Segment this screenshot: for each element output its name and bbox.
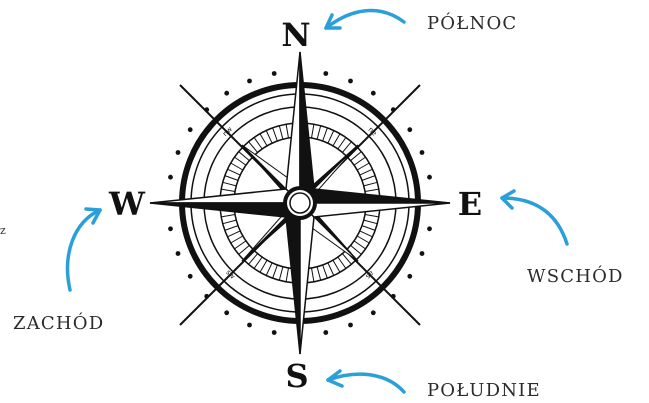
degree-tick: [362, 176, 375, 181]
degree-tick: [317, 126, 321, 140]
ring-dot: [391, 294, 396, 299]
curved-arrow-icon-west: [68, 209, 100, 290]
degree-tick: [312, 268, 314, 282]
ring-dot: [407, 274, 412, 279]
degree-tick: [228, 231, 241, 237]
degree-tick: [225, 176, 238, 181]
ring-dot: [371, 91, 376, 96]
degree-tick: [342, 142, 351, 153]
degree-tick: [254, 257, 262, 268]
ring-dot: [247, 323, 252, 328]
degree-tick: [333, 260, 340, 272]
degree-tick: [260, 260, 267, 272]
degree-tick: [351, 245, 362, 254]
ring-dot: [323, 71, 328, 76]
degree-tick: [360, 169, 373, 175]
ring-dot: [168, 226, 173, 231]
degree-tick: [235, 241, 246, 249]
degree-tick: [279, 267, 283, 281]
degree-tick: [328, 263, 334, 276]
degree-tick: [333, 134, 340, 146]
south-letter: S: [285, 357, 308, 395]
north-letter: N: [281, 16, 310, 54]
center-hub: [283, 186, 317, 220]
degree-tick: [231, 236, 243, 243]
degree-tick: [365, 215, 379, 217]
degree-tick: [279, 126, 283, 140]
ring-dot: [176, 251, 181, 256]
ring-dot: [323, 330, 328, 335]
stray-mark: z: [0, 224, 6, 237]
degree-tick: [354, 241, 365, 249]
south-label: POŁUDNIE: [427, 380, 541, 401]
east-letter: E: [458, 185, 482, 223]
degree-tick: [235, 157, 246, 165]
degree-tick: [357, 236, 369, 243]
east-label: WSCHÓD: [527, 266, 624, 287]
degree-tick: [364, 220, 378, 224]
curved-arrow-icon-north: [326, 11, 404, 28]
curved-arrow-icon-south: [328, 371, 404, 392]
ring-dot: [188, 127, 193, 132]
ring-dot: [427, 226, 432, 231]
ring-dot: [168, 175, 173, 180]
degree-tick: [221, 189, 235, 191]
degree-tick: [286, 268, 288, 282]
ring-dot: [188, 274, 193, 279]
west-letter: W: [108, 185, 146, 223]
degree-tick: [254, 138, 262, 149]
ring-dot: [407, 127, 412, 132]
degree-tick: [328, 131, 334, 144]
ring-dot: [391, 107, 396, 112]
degree-tick: [357, 163, 369, 170]
degree-tick: [221, 215, 235, 217]
ring-dot: [204, 107, 209, 112]
degree-tick: [338, 257, 346, 268]
degree-tick: [266, 131, 272, 144]
degree-tick: [225, 226, 238, 231]
ring-dot: [224, 310, 229, 315]
degree-tick: [223, 220, 237, 224]
ring-dot: [427, 175, 432, 180]
ring-dot: [420, 150, 425, 155]
ring-dot: [224, 91, 229, 96]
ring-dot: [204, 294, 209, 299]
ring-dot: [420, 251, 425, 256]
degree-tick: [239, 245, 250, 254]
degree-tick: [354, 157, 365, 165]
ring-dot: [272, 71, 277, 76]
degree-tick: [312, 124, 314, 138]
degree-tick: [317, 267, 321, 281]
curved-arrow-icon-east: [502, 191, 567, 244]
degree-tick: [365, 189, 379, 191]
degree-tick: [260, 134, 267, 146]
degree-tick: [273, 128, 278, 141]
north-label: PÓŁNOC: [427, 13, 517, 34]
degree-tick: [323, 128, 328, 141]
degree-tick: [286, 124, 288, 138]
degree-tick: [273, 265, 278, 278]
degree-tick: [323, 265, 328, 278]
ring-dot: [348, 323, 353, 328]
degree-tick: [362, 226, 375, 231]
degree-tick: [360, 231, 373, 237]
degree-tick: [364, 182, 378, 186]
west-label: ZACHÓD: [13, 313, 104, 334]
degree-tick: [231, 163, 243, 170]
ring-dot: [247, 79, 252, 84]
degree-tick: [338, 138, 346, 149]
ring-dot: [272, 330, 277, 335]
ring-dot: [176, 150, 181, 155]
ring-dot: [348, 79, 353, 84]
degree-tick: [266, 263, 272, 276]
degree-tick: [228, 169, 241, 175]
degree-tick: [223, 182, 237, 186]
ring-dot: [371, 310, 376, 315]
